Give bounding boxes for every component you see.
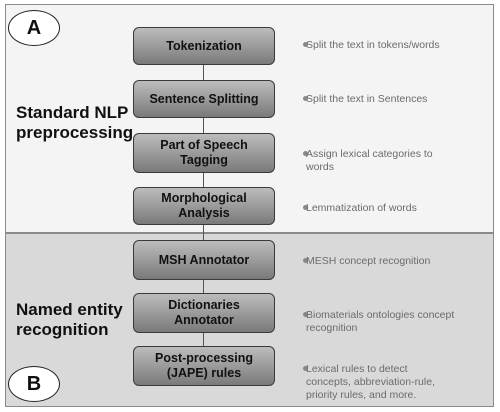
section-a-badge: A — [8, 10, 60, 46]
bullet-icon — [303, 258, 308, 263]
step-part-of-speech-tagging: Part of Speech Tagging — [133, 133, 275, 173]
step-dictionaries-annotator-description: Biomaterials ontologies concept recognit… — [306, 309, 455, 334]
bullet-icon — [303, 96, 308, 101]
section-a-title: Standard NLP preprocessing — [16, 103, 134, 142]
bullet-icon — [303, 42, 308, 47]
step-msh-annotator: MSH Annotator — [133, 240, 275, 280]
step-morphological-analysis-description: Lemmatization of words — [306, 202, 417, 214]
step-post-processing-rules: Post-processing (JAPE) rules — [133, 346, 275, 386]
step-msh-annotator-description: MESH concept recognition — [306, 255, 431, 267]
bullet-icon — [303, 312, 308, 317]
step-part-of-speech-tagging-description: Assign lexical categories to words — [306, 148, 433, 173]
step-dictionaries-annotator: Dictionaries Annotator — [133, 293, 275, 333]
step-sentence-splitting-description: Split the text in Sentences — [306, 93, 428, 105]
bullet-icon — [303, 366, 308, 371]
step-tokenization: Tokenization — [133, 27, 275, 65]
section-b-title: Named entity recognition — [16, 300, 123, 339]
section-b-badge: B — [8, 366, 60, 402]
step-morphological-analysis: Morphological Analysis — [133, 187, 275, 225]
bullet-icon — [303, 151, 308, 156]
bullet-icon — [303, 205, 308, 210]
step-post-processing-rules-description: Lexical rules to detect concepts, abbrev… — [306, 363, 435, 401]
step-sentence-splitting: Sentence Splitting — [133, 80, 275, 118]
step-tokenization-description: Split the text in tokens/words — [306, 39, 440, 51]
